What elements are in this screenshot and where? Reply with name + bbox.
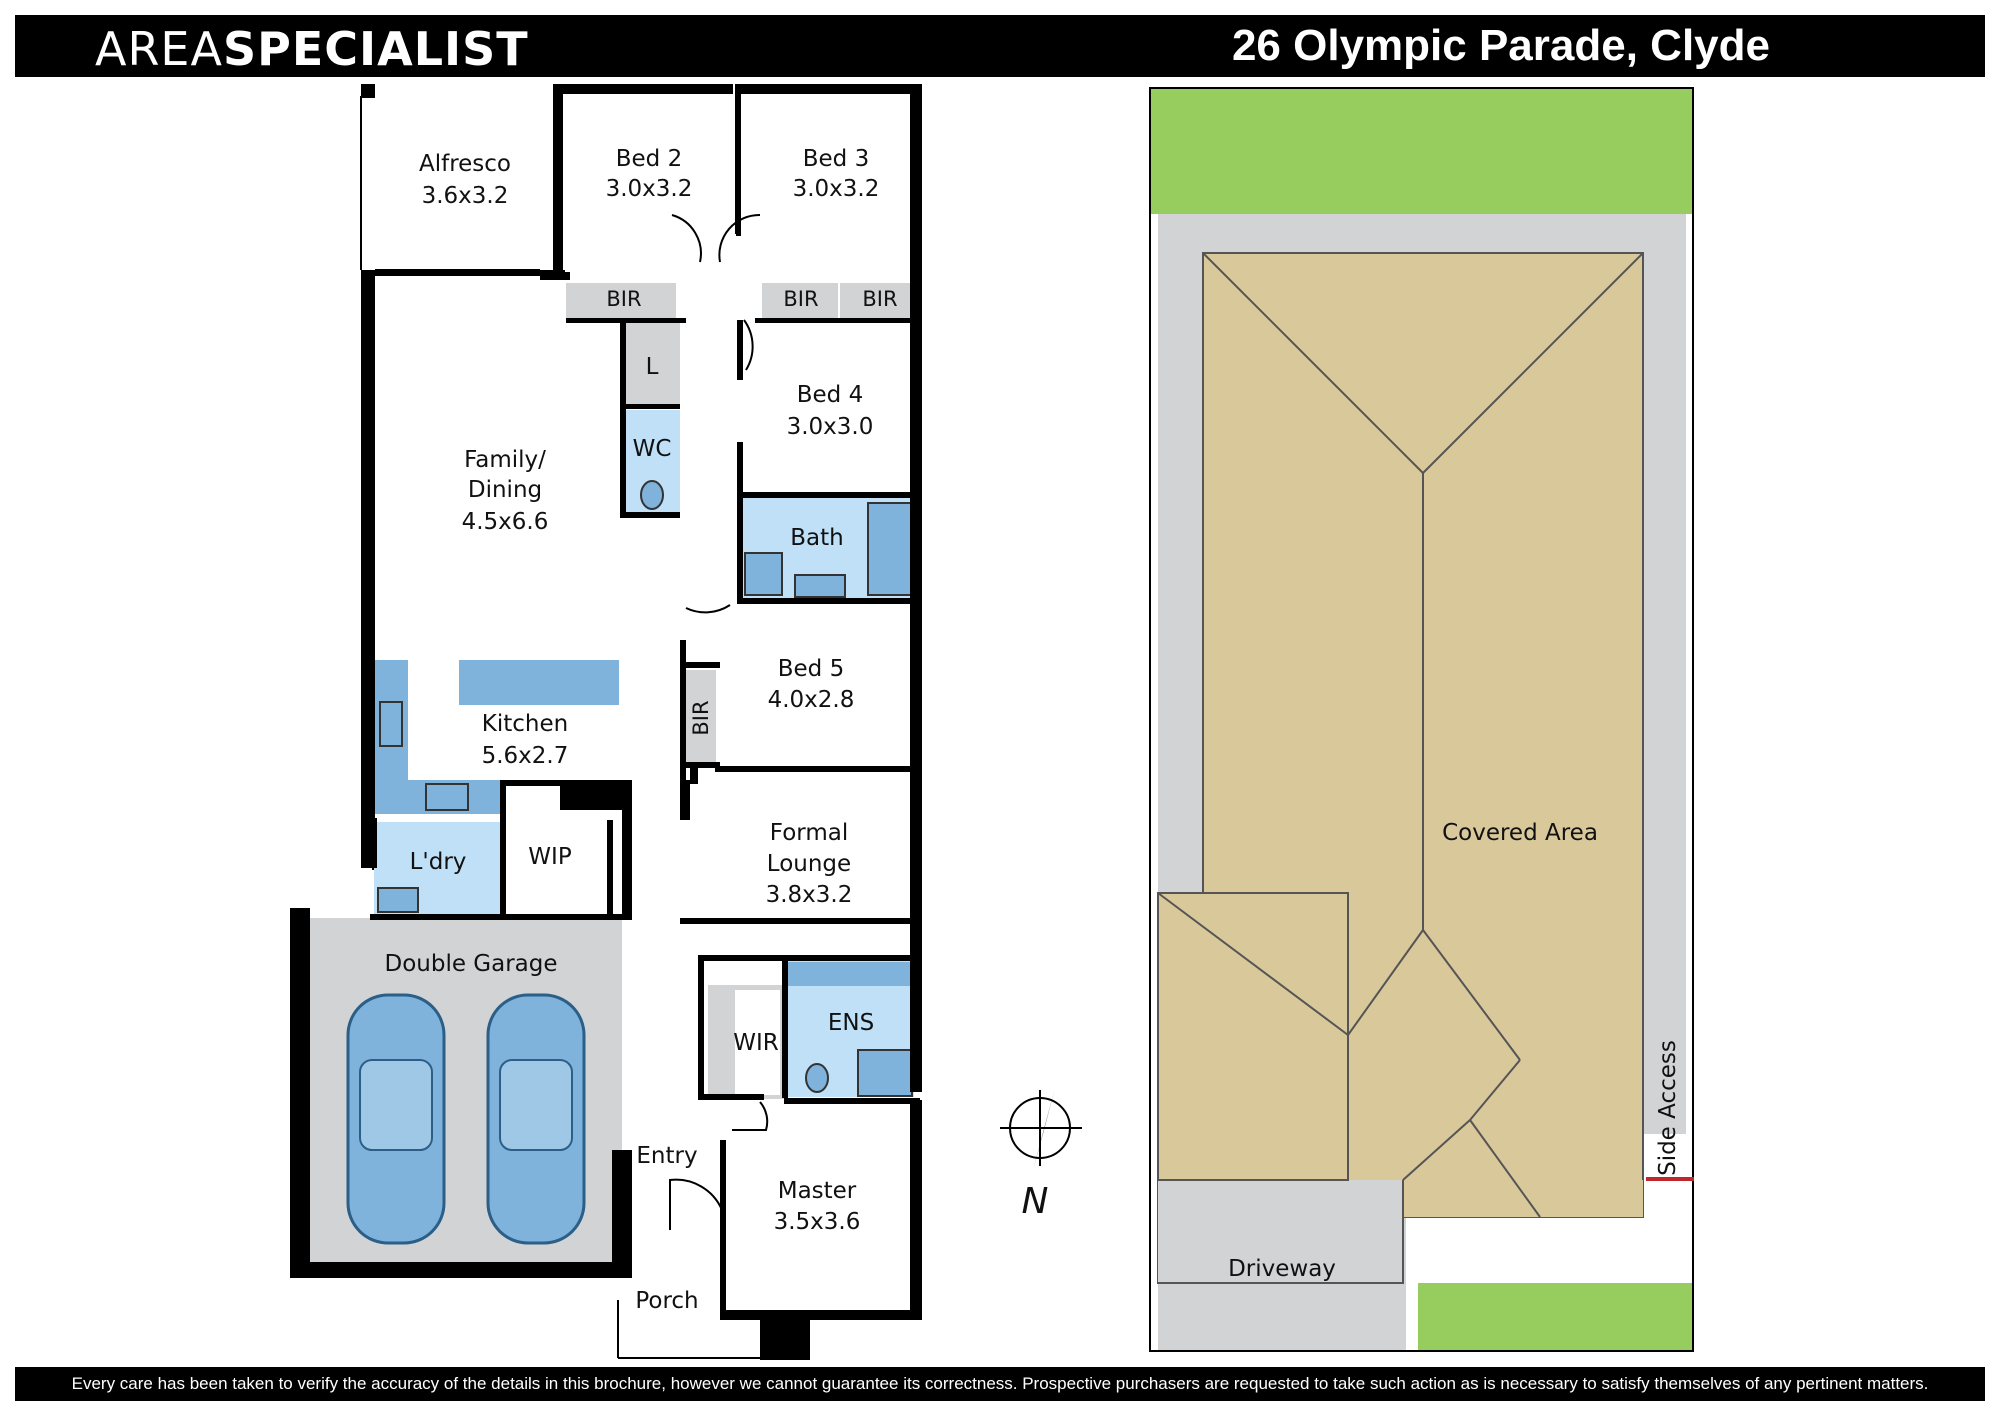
kitchen-island [459, 660, 619, 705]
wir-inner [735, 990, 780, 1095]
bir-bed3 [840, 283, 914, 320]
bed3-size: 3.0x3.2 [793, 176, 880, 202]
bir-bed2 [566, 283, 676, 320]
lounge-label-1: Formal [770, 820, 848, 846]
alfresco-label: Alfresco [419, 151, 511, 177]
porch-roof [1403, 1180, 1643, 1217]
car-right-icon [486, 993, 586, 1245]
brand-logo-bold: SPECIALIST [222, 22, 529, 76]
family-label-2: Dining [468, 477, 542, 503]
kitchen-bench-bottom [374, 780, 500, 814]
garage-roof [1157, 892, 1349, 1181]
ensuite-label: ENS [828, 1010, 874, 1036]
bed4-size: 3.0x3.0 [787, 414, 874, 440]
shower-icon [744, 552, 783, 596]
kitchen-label: Kitchen [482, 711, 568, 737]
ensuite-shower-icon [857, 1049, 913, 1097]
windows [330, 89, 917, 1315]
rear-lawn [1151, 89, 1692, 214]
bir-bed3-label: BIR [862, 287, 897, 311]
header-bar [15, 15, 1985, 77]
family-label-1: Family/ [464, 447, 546, 473]
property-address: 26 Olympic Parade, Clyde [1231, 21, 1770, 70]
wc-toilet-icon [640, 480, 664, 510]
bir-bed4-label: BIR [783, 287, 818, 311]
sink-icon [379, 701, 403, 747]
bed5-label: Bed 5 [778, 656, 844, 682]
alfresco-size: 3.6x3.2 [422, 183, 509, 209]
bed3-label: Bed 3 [803, 146, 869, 172]
bath-label: Bath [790, 525, 843, 551]
linen-label: L [646, 354, 659, 380]
ensuite-vanity [788, 962, 914, 986]
disclaimer-bar: Every care has been taken to verify the … [15, 1367, 1985, 1401]
master-label: Master [778, 1178, 857, 1204]
bir-bed5-label: BIR [689, 700, 713, 735]
floor-plan: Alfresco 3.6x3.2 Bed 2 3.0x3.2 Bed 3 3.0… [290, 84, 922, 1360]
wc-label: WC [633, 436, 672, 462]
room-labels: Alfresco 3.6x3.2 Bed 2 3.0x3.2 Bed 3 3.0… [384, 146, 897, 1314]
lounge-label-2: Lounge [767, 851, 851, 877]
vanity-icon [794, 574, 846, 598]
bed4-label: Bed 4 [797, 382, 863, 408]
wip-label: WIP [528, 844, 572, 870]
driveway-label: Driveway [1228, 1256, 1336, 1282]
covered-area-label: Covered Area [1442, 820, 1598, 846]
bir-bed5 [686, 670, 716, 765]
bathtub-icon [867, 502, 913, 596]
linen-cupboard [625, 322, 680, 404]
family-size: 4.5x6.6 [462, 509, 549, 535]
ensuite-toilet-icon [805, 1063, 829, 1093]
wir-label: WIR [733, 1030, 779, 1056]
front-lawn [1418, 1283, 1692, 1350]
bed5-size: 4.0x2.8 [768, 687, 855, 713]
compass: N [1000, 1088, 1082, 1222]
porch-label: Porch [635, 1288, 698, 1314]
lounge-size: 3.8x3.2 [766, 882, 853, 908]
compass-north-label: N [1022, 1181, 1049, 1222]
master-size: 3.5x3.6 [774, 1209, 861, 1235]
kitchen-size: 5.6x2.7 [482, 743, 569, 769]
garage-label: Double Garage [384, 951, 557, 977]
bir-bed2-label: BIR [606, 287, 641, 311]
laundry-tub-icon [377, 887, 419, 913]
car-left-icon [346, 993, 446, 1245]
entry-label: Entry [636, 1143, 697, 1169]
driveway-apron [1158, 1180, 1403, 1285]
bed2-label: Bed 2 [616, 146, 682, 172]
side-access-label: Side Access [1655, 1040, 1681, 1176]
outline-lines [360, 96, 782, 1359]
bir-bed4 [762, 283, 838, 320]
site-plan: Covered Area Driveway Side Access [1149, 87, 1694, 1352]
bed2-size: 3.0x3.2 [606, 176, 693, 202]
brand-logo-light: AREA [95, 22, 223, 76]
cooktop-icon [425, 783, 469, 811]
roof-ridges [1157, 252, 1644, 1284]
laundry-label: L'dry [410, 849, 467, 875]
brand-logo: AREASPECIALIST [95, 18, 529, 80]
